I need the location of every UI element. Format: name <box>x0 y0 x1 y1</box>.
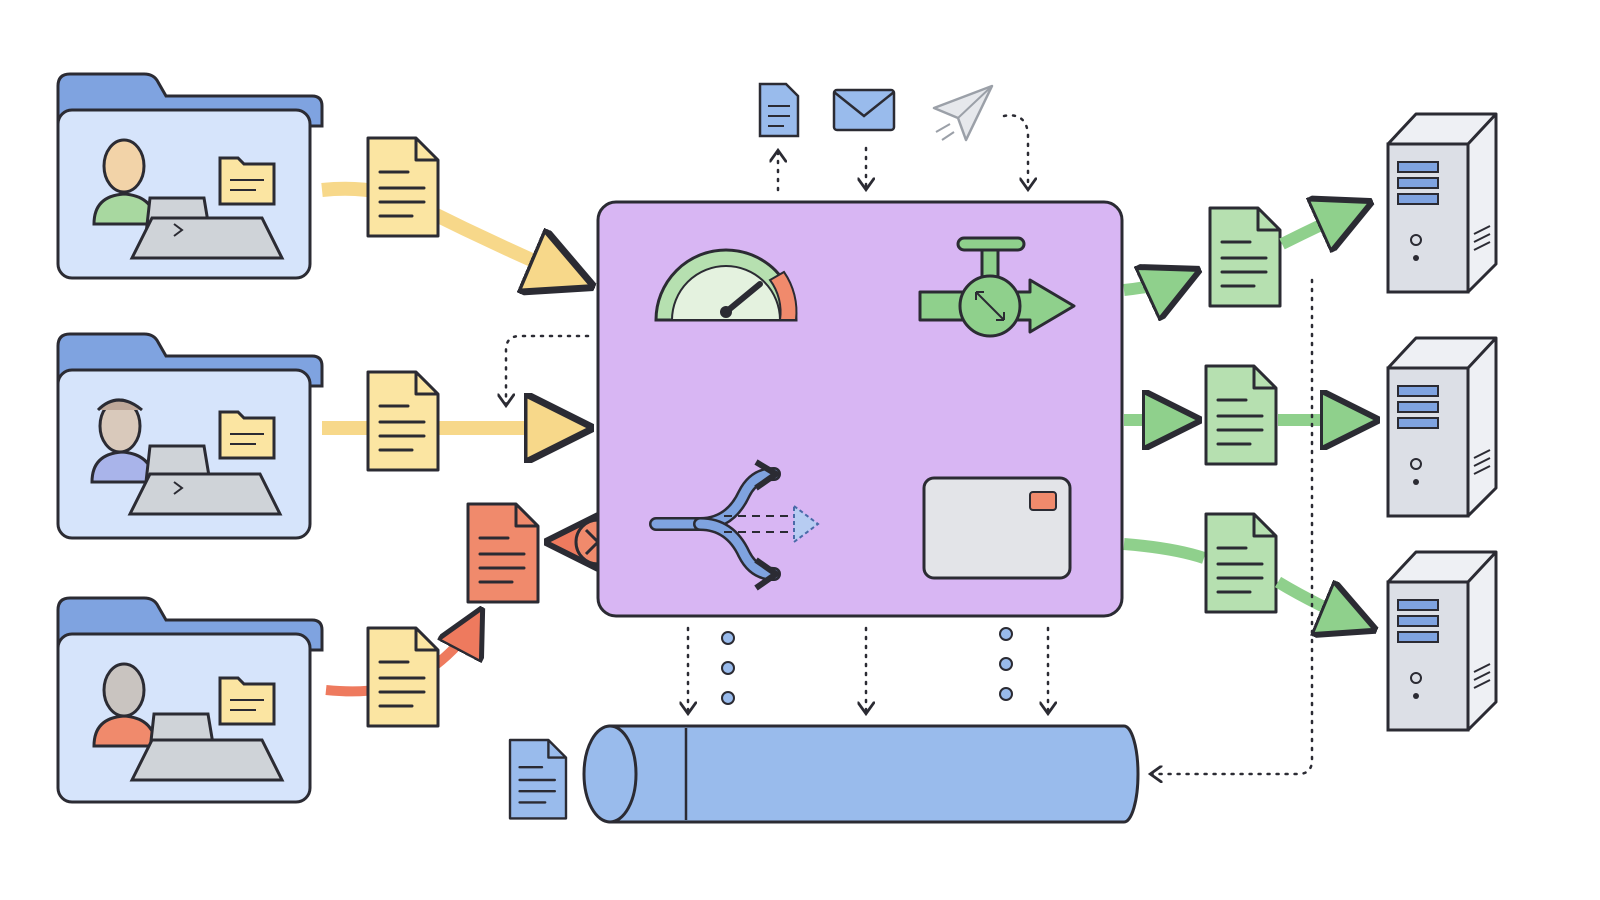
output-document-icon <box>1204 512 1278 614</box>
computer-icon <box>129 196 285 260</box>
storage-document-icon <box>508 738 568 820</box>
output-document-icon <box>1208 206 1282 308</box>
folder-small-icon <box>218 410 276 460</box>
feedback-dotted-arrow <box>506 334 590 404</box>
card-panel <box>922 476 1072 580</box>
output-arrow-3a <box>1123 538 1206 564</box>
message-document-icon <box>366 370 440 472</box>
producer-folder-3 <box>56 596 324 804</box>
queue-dots-left <box>721 631 735 705</box>
consumer-server-icon-1 <box>1386 112 1498 294</box>
queue-dots-right <box>999 627 1013 701</box>
user-icon <box>92 662 158 748</box>
ack-dotted-arrow <box>1152 278 1314 774</box>
top-dotted-arrow-curve <box>1002 114 1028 188</box>
folder-small-icon <box>218 156 276 206</box>
storage-cylinder <box>582 724 1140 824</box>
flow-arrow-producer-1 <box>321 181 582 282</box>
consumer-server-icon-2 <box>1386 336 1498 518</box>
router-split-icon <box>649 459 820 591</box>
message-document-icon <box>366 626 440 728</box>
paper-plane-icon <box>932 84 994 142</box>
rejected-document-icon <box>466 502 540 604</box>
consumer-server-icon-3 <box>1386 550 1498 732</box>
gauge-icon <box>654 248 798 322</box>
computer-icon <box>129 712 285 782</box>
output-arrow-3b <box>1274 576 1366 626</box>
folder-small-icon <box>218 676 276 726</box>
producer-folder-1 <box>56 72 324 280</box>
message-document-icon <box>366 136 440 238</box>
valve-icon <box>918 236 1076 338</box>
output-document-icon <box>1204 364 1278 466</box>
producer-folder-2 <box>56 332 324 540</box>
output-arrow-1a <box>1123 274 1190 290</box>
output-arrow-1b <box>1279 206 1362 244</box>
document-icon <box>758 82 800 138</box>
computer-icon <box>127 444 283 516</box>
envelope-icon <box>832 88 896 132</box>
